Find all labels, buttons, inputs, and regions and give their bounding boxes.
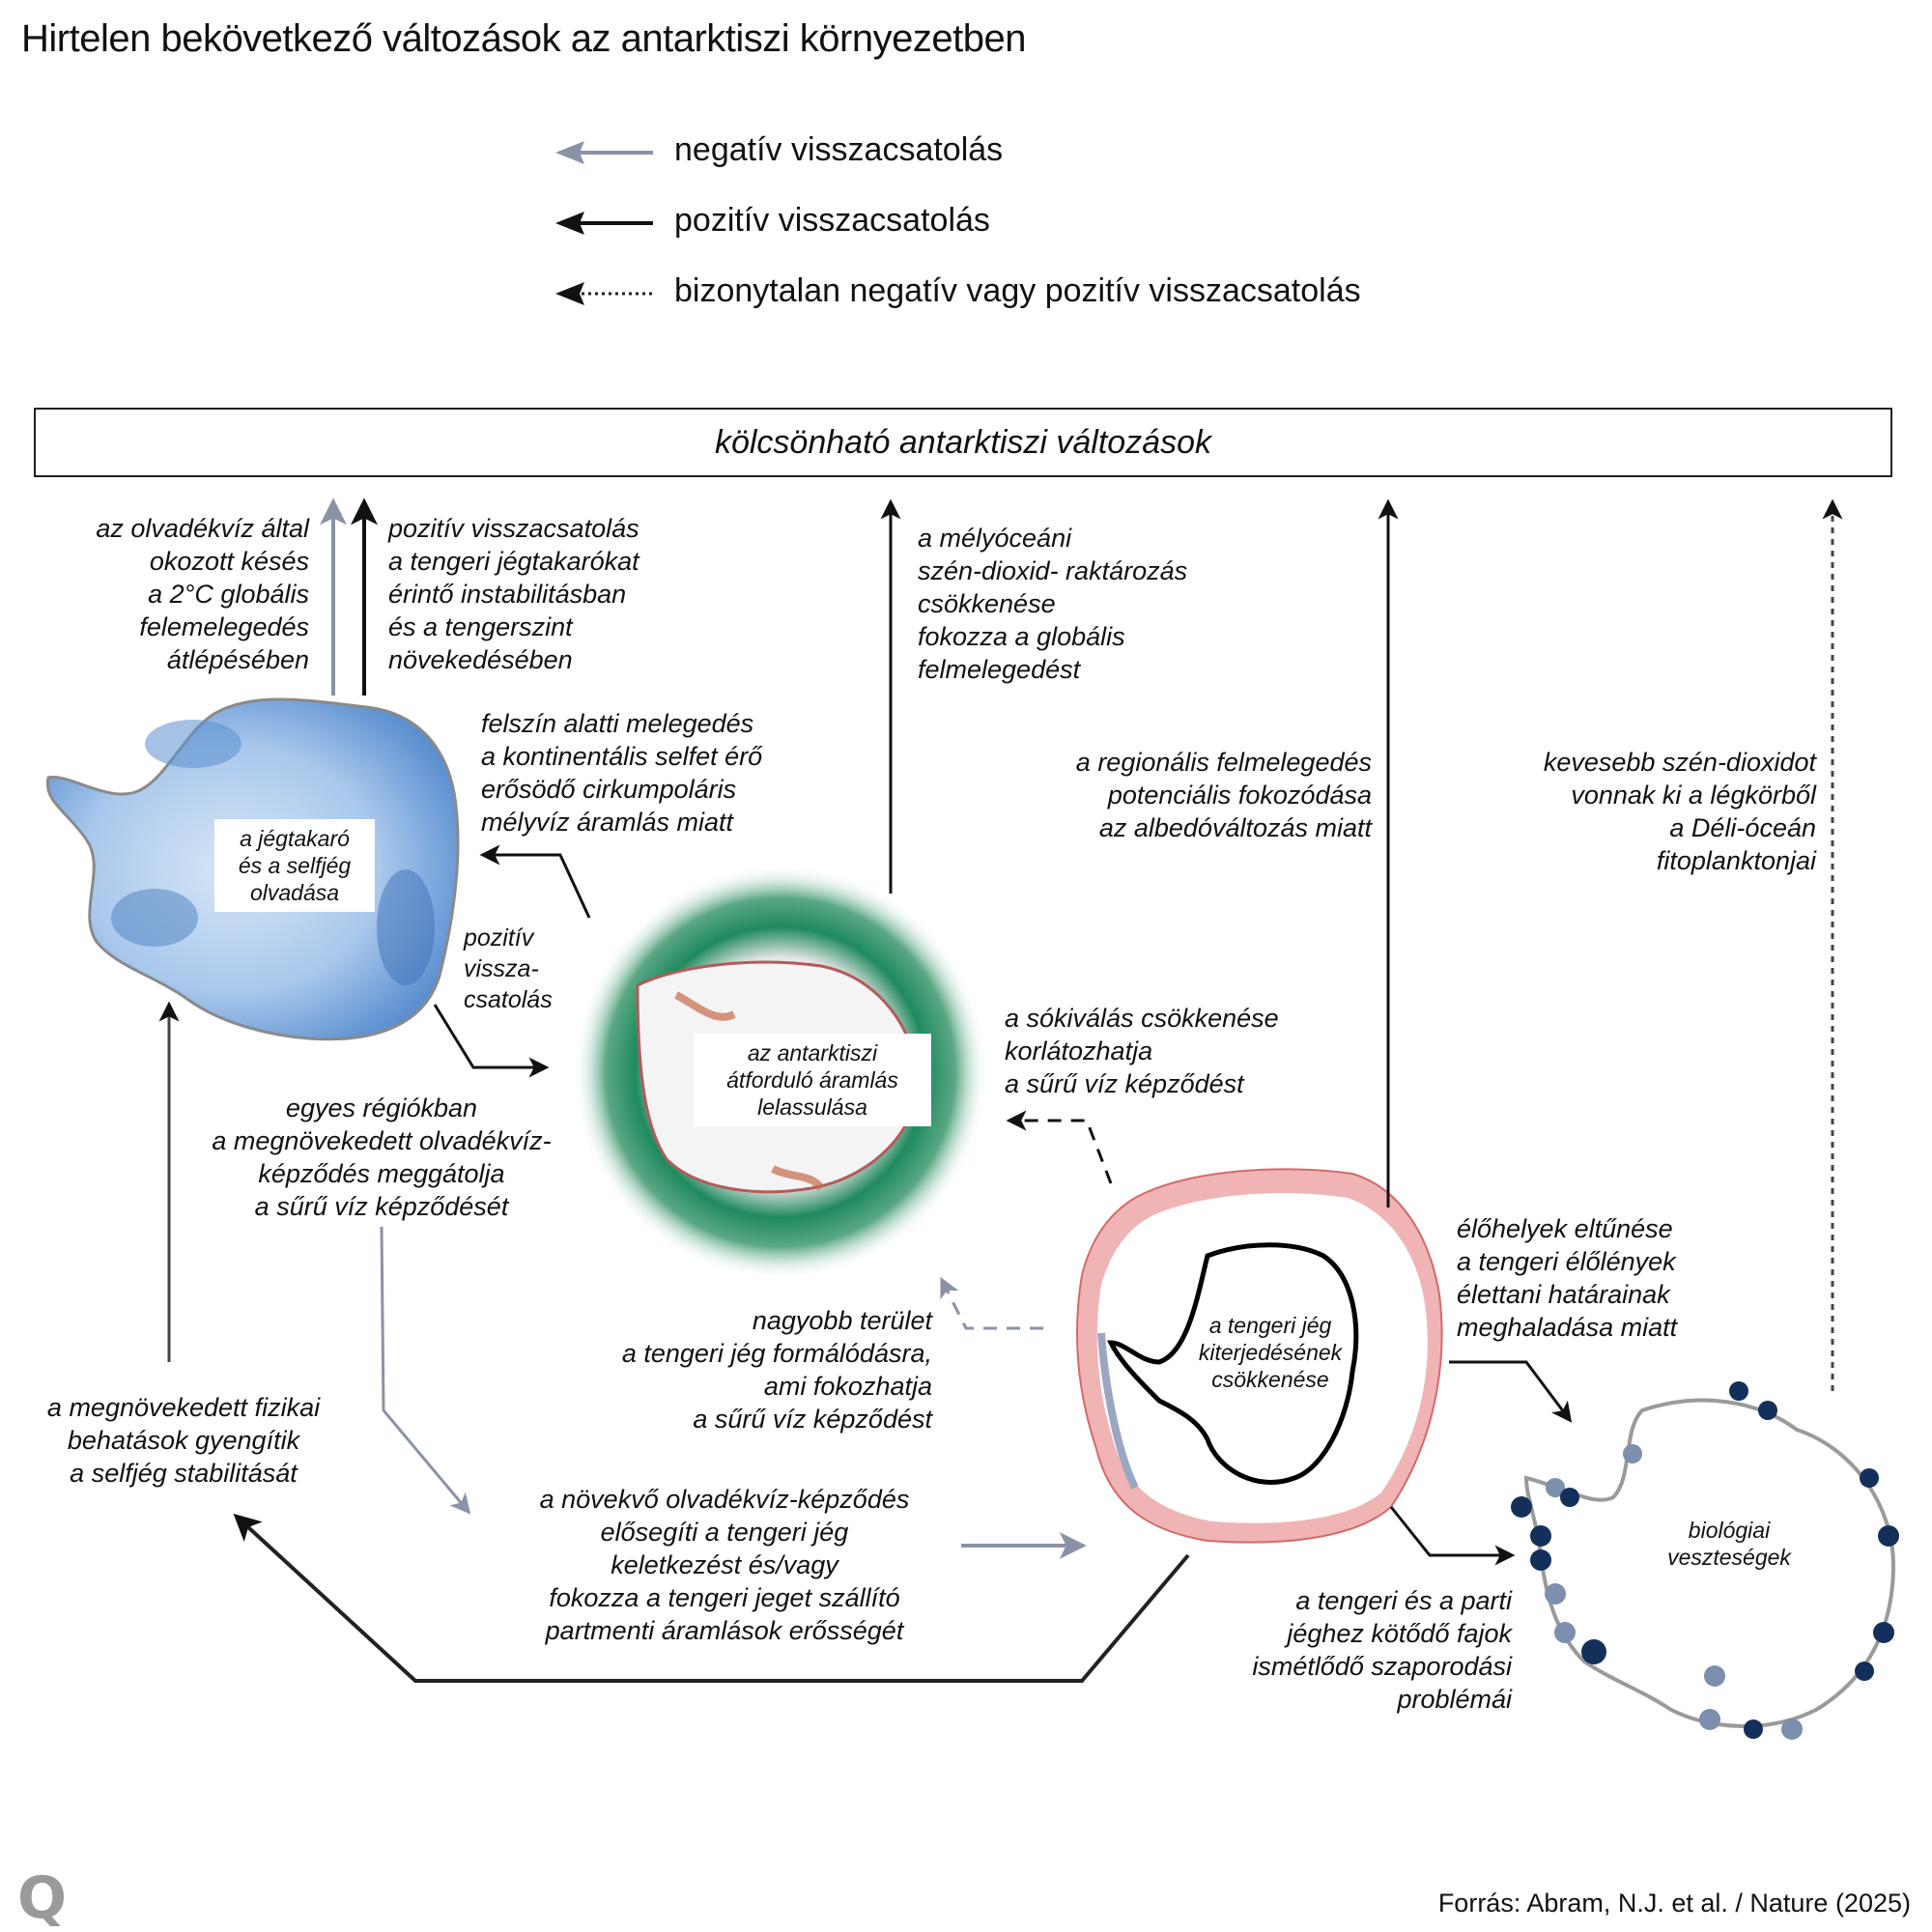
note-meltwater-blocks: egyes régiókban a megnövekedett olvadékv… xyxy=(212,1094,552,1221)
node-overturning-slowdown: az antarktiszi átforduló áramlás lelassu… xyxy=(694,1034,931,1126)
note-breeding-problems: a tengeri és a parti jéghez kötődő fajok… xyxy=(1252,1586,1512,1714)
note-positive-sea-level: pozitív visszacsatolás a tengeri jégtaka… xyxy=(388,514,639,674)
arrow-seaice-to-globe-negative xyxy=(940,1276,1043,1330)
legend-positive-arrow-icon xyxy=(555,212,653,235)
note-positive-feedback: pozitív vissza- csatolás xyxy=(464,924,553,1013)
legend-uncertain-arrow-icon xyxy=(555,282,653,305)
note-meltwater-promotes: a növekvő olvadékvíz-képződés elősegíti … xyxy=(539,1485,910,1645)
note-meltwater-delay: az olvadékvíz által okozott késés a 2°C … xyxy=(96,514,309,674)
arrow-seaice-to-globe-uncertain xyxy=(1006,1110,1113,1184)
legend-positive-label: pozitív visszacsatolás xyxy=(674,202,990,239)
legend-uncertain-label: bizonytalan negatív vagy pozitív visszac… xyxy=(674,272,1361,309)
note-regional-warming: a regionális felmelegedés potenciális fo… xyxy=(1075,748,1372,842)
arrow-globe-to-ice xyxy=(479,844,591,919)
legend-negative-label: negatív visszacsatolás xyxy=(674,131,1004,168)
note-subsurface-warming: felszín alatti melegedés a kontinentális… xyxy=(481,709,763,837)
arrow-ice-to-globe xyxy=(433,1004,550,1078)
arrow-meltwater-to-seaice-negative xyxy=(380,1226,1087,1559)
arrow-seaice-to-bio-breeding xyxy=(1389,1506,1516,1566)
note-deep-ocean-co2: a mélyóceáni szén-dioxid- raktározás csö… xyxy=(918,524,1188,684)
biological-dots xyxy=(1511,1381,1899,1740)
interacting-changes-box: kölcsönható antarktiszi változások xyxy=(34,408,1892,477)
sea-ice-map xyxy=(1076,1168,1443,1544)
page-title: Hirtelen bekövetkező változások az antar… xyxy=(21,17,1026,60)
note-larger-area: nagyobb terület a tengeri jég formálódás… xyxy=(621,1306,932,1434)
arrow-seaice-to-bio-habitat xyxy=(1449,1360,1573,1423)
note-physical-impacts: a megnövekedett fizikai behatások gyengí… xyxy=(46,1393,321,1488)
note-less-co2: kevesebb szén-dioxidot vonnak ki a légkö… xyxy=(1543,748,1816,875)
legend-arrows xyxy=(555,141,653,305)
node-ice-sheet-melt: a jégtakaró és a selfjég olvadása xyxy=(214,819,375,912)
note-habitat-loss: élőhelyek eltűnése a tengeri élőlények é… xyxy=(1457,1214,1678,1342)
legend-negative-arrow-icon xyxy=(555,141,653,164)
source-credit: Forrás: Abram, N.J. et al. / Nature (202… xyxy=(1437,1889,1911,1918)
node-biological-losses: biológiai veszteségek xyxy=(1667,1518,1791,1570)
publisher-logo: Q xyxy=(17,1864,68,1932)
note-brine-reduction: a sókiválás csökkenése korlátozhatja a s… xyxy=(1005,1004,1279,1098)
biological-losses-map xyxy=(1511,1381,1899,1740)
node-sea-ice-decline: a tengeri jég kiterjedésének csökkenése xyxy=(1198,1313,1343,1392)
arrow-seaice-to-ice-bottom-loop xyxy=(233,1513,1190,1683)
